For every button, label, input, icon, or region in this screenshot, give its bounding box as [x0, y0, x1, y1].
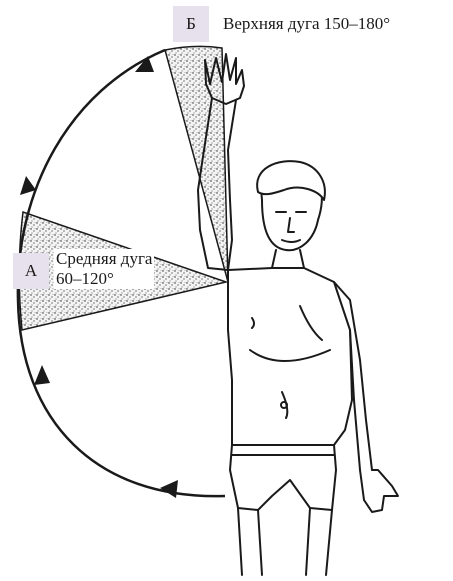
upper-arc-label-b: Б: [173, 6, 209, 42]
upper-arc-caption: Верхняя дуга 150–180°: [221, 14, 392, 34]
lowered-arm: [334, 282, 372, 470]
arrowhead-icon: [34, 365, 50, 385]
face-features: [276, 212, 306, 242]
hair: [257, 161, 325, 200]
neck: [272, 250, 304, 268]
arrowhead-icon: [160, 480, 178, 498]
middle-arc-label-a: А: [13, 253, 49, 289]
chest-details: [250, 306, 330, 418]
legs: [238, 508, 332, 575]
middle-arc-caption: Средняя дуга 60–120°: [54, 249, 154, 289]
upper-arc-sector: [165, 46, 228, 282]
briefs: [230, 445, 336, 510]
middle-arc-caption-line1: Средняя дуга: [56, 249, 152, 269]
navel: [281, 402, 287, 408]
middle-arc-caption-line2: 60–120°: [56, 269, 152, 289]
human-figure: [198, 54, 398, 575]
torso: [228, 268, 352, 445]
lowered-hand: [360, 470, 398, 512]
